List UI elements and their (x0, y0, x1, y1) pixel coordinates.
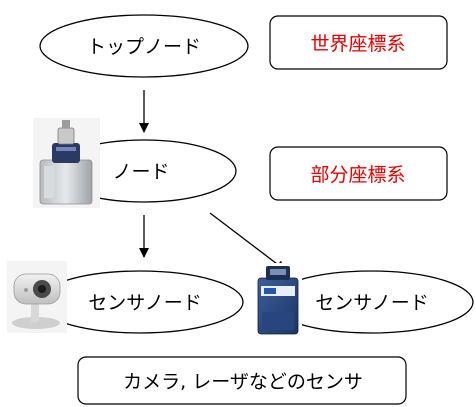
sensor-caption-rect (77, 356, 407, 405)
left-sensor-node: センサノード (36, 270, 244, 334)
arrow-node-to-right-sensor (209, 212, 286, 271)
part-frame-box: 部分座標系 (269, 146, 448, 201)
part-frame-rect (269, 146, 448, 201)
sensor-caption-box: カメラ, レーザなどのセンサ (77, 356, 407, 405)
left-sensor-node-label: センサノード (88, 292, 202, 314)
top-node: トップノード (39, 14, 249, 78)
middle-node-label: ノード (112, 161, 169, 183)
laser-scanner-photo-icon (254, 263, 302, 339)
right-sensor-node: センサノード (268, 270, 474, 334)
top-node-label: トップノード (87, 36, 201, 58)
top-node-ellipse (39, 14, 249, 78)
robot-photo-icon (33, 118, 100, 208)
world-frame-label: 世界座標系 (310, 33, 405, 55)
part-frame-label: 部分座標系 (310, 164, 405, 186)
sensor-caption-label: カメラ, レーザなどのセンサ (123, 371, 363, 393)
world-frame-rect (269, 15, 448, 70)
world-frame-box: 世界座標系 (269, 15, 448, 70)
right-sensor-node-label: センサノード (315, 292, 429, 314)
camera-photo-icon (7, 261, 67, 333)
